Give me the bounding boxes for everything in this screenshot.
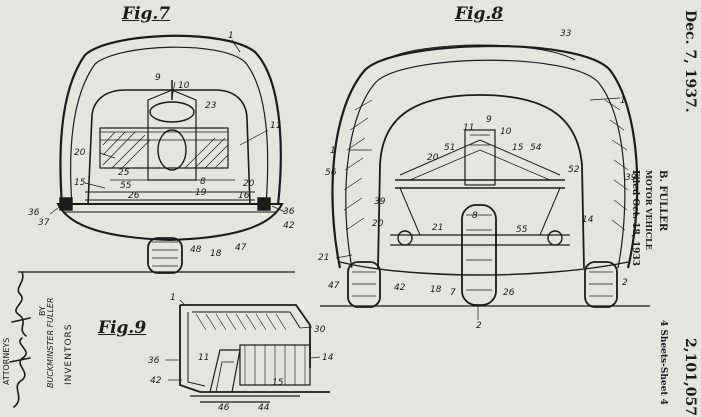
ref-numeral: 7 — [450, 288, 456, 298]
inventor-name: B. FULLER — [657, 170, 668, 232]
ref-numeral: 48 — [190, 245, 202, 255]
patent-number: 2,101,057 — [682, 338, 698, 416]
sheet-count: 4 Sheets-Sheet 4 — [658, 320, 668, 405]
figure-7-label: Fig.7 — [122, 4, 171, 24]
fig9-ref-numerals: 1 30 36 14 42 11 15 46 44 — [148, 293, 334, 413]
ref-numeral: 42 — [283, 221, 295, 231]
ref-numeral: 21 — [432, 223, 443, 233]
ref-numeral: 14 — [322, 353, 334, 363]
ref-numeral: 51 — [444, 143, 455, 153]
ref-numeral: 15 — [512, 143, 524, 153]
figure-7-drawing — [18, 34, 295, 274]
ref-numeral: 46 — [218, 403, 230, 413]
ref-numeral: 36 — [283, 207, 295, 217]
ref-numeral: 30 — [314, 325, 326, 335]
inventor-printed-name: BUCKMINSTER FULLER — [46, 297, 55, 388]
ref-numeral: 2 — [476, 321, 482, 331]
ref-numeral: 18 — [210, 249, 222, 259]
fig8-ref-numerals: 33 1 1 11 9 10 15 54 20 51 52 56 39 39 2… — [318, 29, 637, 331]
ref-numeral: 20 — [427, 153, 439, 163]
attorney-signature — [9, 271, 31, 408]
ref-numeral: 18 — [430, 285, 442, 295]
ref-numeral: 39 — [625, 173, 637, 183]
figure-8-drawing — [320, 44, 650, 308]
ref-numeral: 47 — [328, 281, 340, 291]
figure-9-drawing — [179, 304, 330, 403]
ref-numeral: 47 — [235, 243, 247, 253]
filed-date: Filed Oct. 18, 1933 — [630, 170, 640, 266]
ref-numeral: 21 — [318, 253, 329, 263]
ref-numeral: 19 — [195, 188, 207, 198]
ref-numeral: 1 — [330, 146, 336, 156]
ref-numeral: 20 — [243, 179, 255, 189]
ref-numeral: 42 — [394, 283, 406, 293]
ref-numeral: 16 — [238, 191, 250, 201]
figure-9-label: Fig.9 — [98, 318, 147, 338]
ref-numeral: 44 — [258, 403, 270, 413]
ref-numeral: 20 — [74, 148, 86, 158]
ref-numeral: 15 — [272, 378, 284, 388]
ref-numeral: 55 — [120, 181, 132, 191]
patent-date: Dec. 7, 1937. — [682, 10, 698, 113]
ref-numeral: 14 — [582, 215, 594, 225]
ref-numeral: 56 — [325, 168, 337, 178]
ref-numeral: 2 — [622, 278, 628, 288]
ref-numeral: 55 — [516, 225, 528, 235]
ref-numeral: 11 — [463, 123, 474, 133]
ref-numeral: 36 — [148, 356, 160, 366]
ref-numeral: 11 — [198, 353, 209, 363]
ref-numeral: 26 — [503, 288, 515, 298]
ref-numeral: 8 — [200, 177, 206, 187]
ref-numeral: 8 — [472, 211, 478, 221]
ref-numeral: 1 — [228, 31, 234, 41]
ref-numeral: 1 — [620, 96, 626, 106]
ref-numeral: 10 — [500, 127, 512, 137]
ref-numeral: 52 — [568, 165, 580, 175]
ref-numeral: 9 — [155, 73, 161, 83]
ref-numeral: 1 — [170, 293, 176, 303]
figure-8-label: Fig.8 — [455, 4, 504, 24]
ref-numeral: 26 — [128, 191, 140, 201]
ref-numeral: 54 — [530, 143, 542, 153]
ref-numeral: 42 — [150, 376, 162, 386]
ref-numeral: 23 — [205, 101, 217, 111]
ref-numeral: 11 — [270, 121, 281, 131]
ref-numeral: 20 — [372, 219, 384, 229]
inventors-label: INVENTORS — [64, 323, 74, 385]
ref-numeral: 33 — [560, 29, 572, 39]
ref-numeral: 37 — [38, 218, 50, 228]
ref-numeral: 36 — [28, 208, 40, 218]
ref-numeral: 10 — [178, 81, 190, 91]
ref-numeral: 15 — [74, 178, 86, 188]
ref-numeral: 39 — [374, 197, 386, 207]
ref-numeral: 25 — [118, 168, 130, 178]
patent-title: MOTOR VEHICLE — [644, 170, 654, 250]
ref-numeral: 9 — [486, 115, 492, 125]
fig7-ref-numerals: 1 9 10 23 11 20 15 25 55 8 19 20 16 26 3… — [28, 31, 295, 259]
